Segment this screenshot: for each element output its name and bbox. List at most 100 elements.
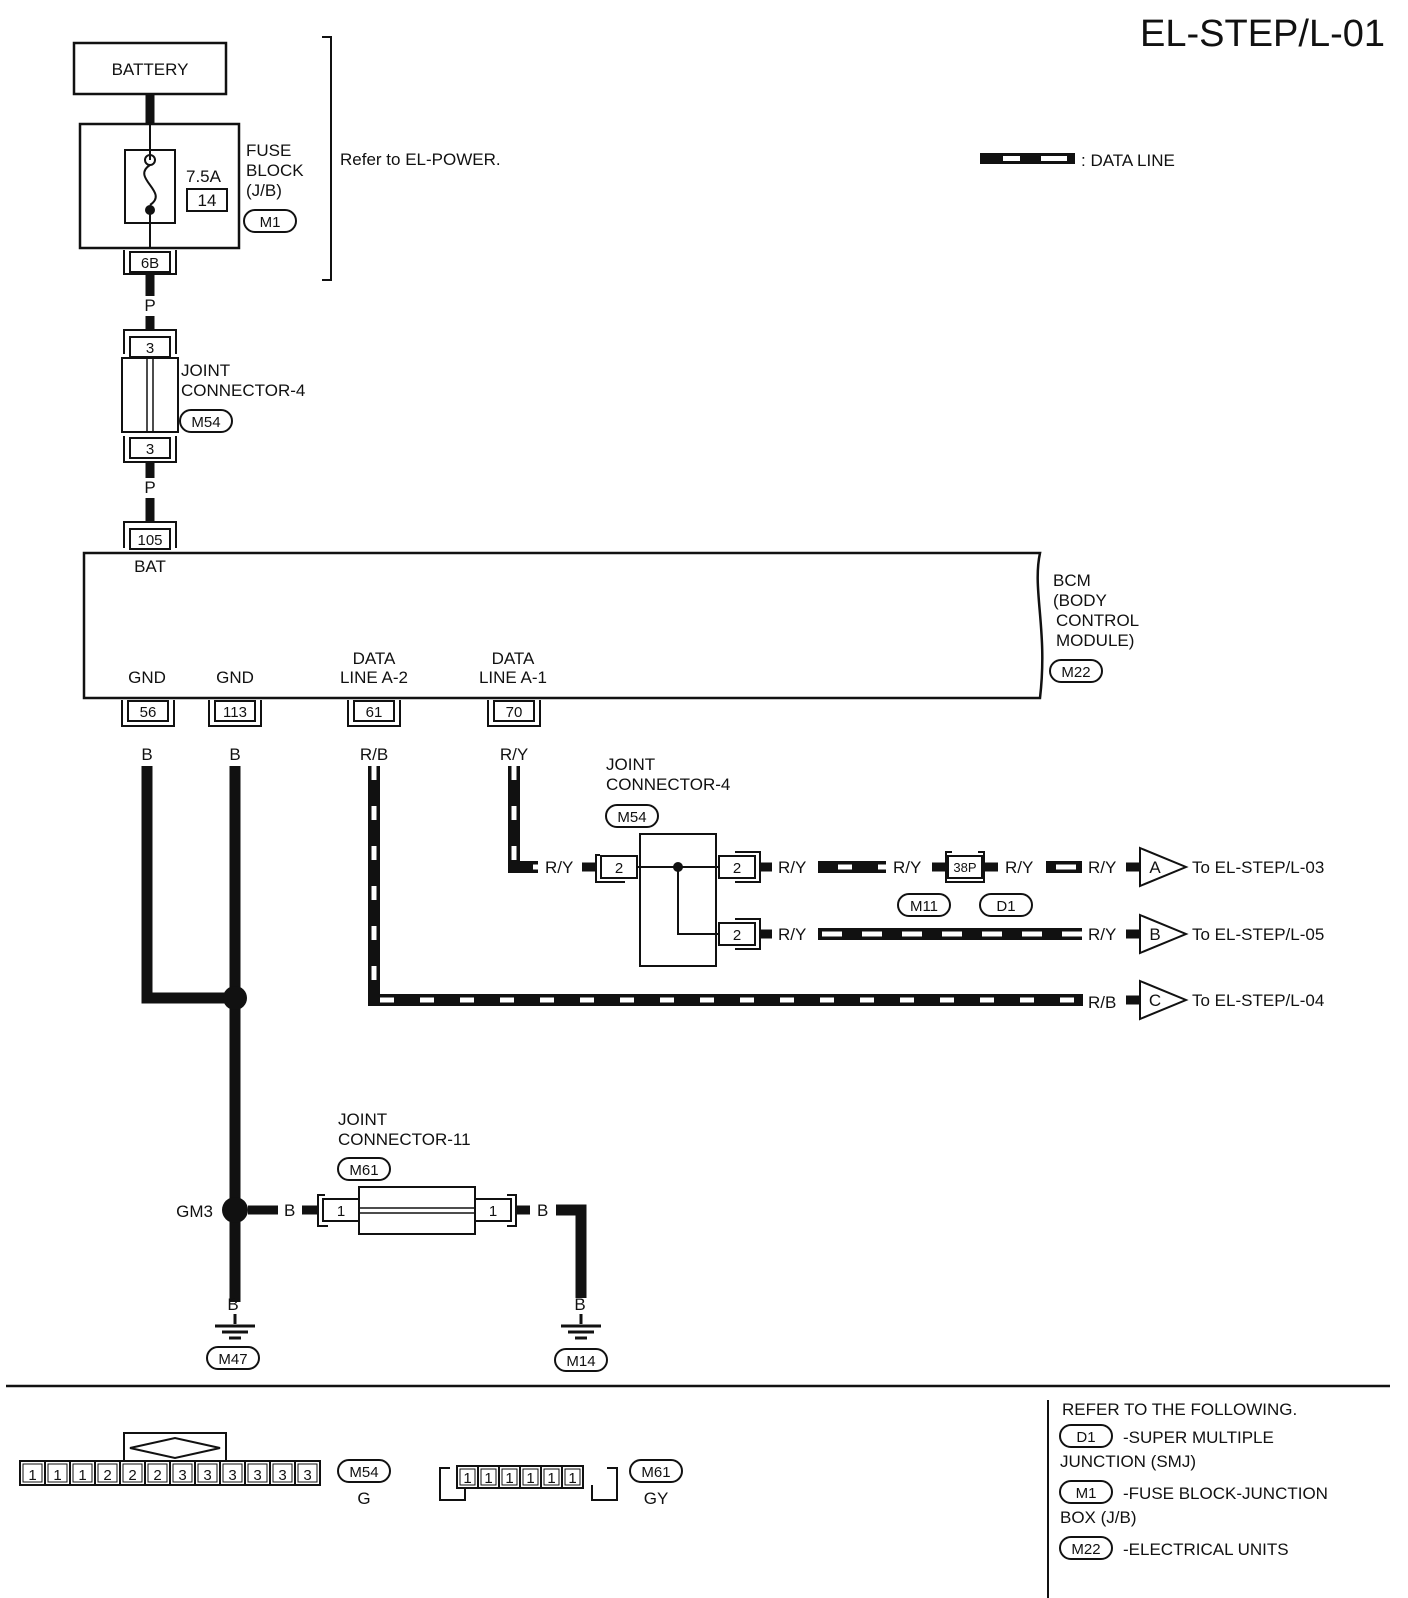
- m61-pin: 1: [477, 1465, 500, 1489]
- m61-pin-label: 1: [547, 1470, 555, 1487]
- ground-point-gm3: [222, 1197, 248, 1223]
- svg-text:56: 56: [140, 704, 157, 721]
- fuse-connector-badge: [243, 209, 297, 233]
- fuse-block-label-2: BLOCK: [246, 161, 304, 180]
- bcm-terminal-113: 113: [208, 700, 262, 727]
- svg-text:105: 105: [137, 532, 162, 549]
- bcm-bat-terminal: 105: [123, 521, 177, 550]
- m54-pin: 3: [219, 1460, 246, 1486]
- svg-text:2: 2: [615, 860, 623, 877]
- joint-connector-4-lower: 2 2 2: [582, 833, 761, 967]
- m54-pin-label: 3: [203, 1467, 211, 1484]
- wire-color-gnd2: B: [229, 745, 240, 764]
- bcm-label-3: CONTROL: [1056, 611, 1139, 630]
- svg-text:3: 3: [146, 340, 154, 357]
- refer-m1-code: M1: [1076, 1485, 1097, 1502]
- bcm-connector-badge: [1049, 659, 1103, 683]
- m54-pin: 2: [94, 1460, 121, 1486]
- refer-d1-line2: JUNCTION (SMJ): [1060, 1452, 1196, 1471]
- jc4-upper-label-2: CONNECTOR-4: [181, 381, 305, 400]
- output-text-b: To EL-STEP/L-05: [1192, 925, 1324, 944]
- bcm-label-2: (BODY: [1053, 591, 1107, 610]
- fuse-block-label-1: FUSE: [246, 141, 291, 160]
- refer-m22-line1: -ELECTRICAL UNITS: [1123, 1540, 1289, 1559]
- wire-color-ry-b1: R/Y: [778, 925, 806, 944]
- m54-pin-label: 2: [128, 1467, 136, 1484]
- wire-gnd-m14: [556, 1204, 587, 1290]
- m54-pin-label: 2: [103, 1467, 111, 1484]
- output-arrow-c: C To EL-STEP/L-04: [1139, 979, 1324, 1021]
- jc11-label-1: JOINT: [338, 1110, 387, 1129]
- m54-pin: 3: [244, 1460, 271, 1486]
- m61-face-badge: [629, 1459, 683, 1483]
- output-arrow-b: B To EL-STEP/L-05: [1139, 913, 1324, 955]
- output-text-c: To EL-STEP/L-04: [1192, 991, 1324, 1010]
- bcm-bat-label: BAT: [134, 557, 166, 576]
- svg-text:61: 61: [366, 704, 383, 721]
- wire-color-gnd1: B: [141, 745, 152, 764]
- m61-pin-label: 1: [526, 1470, 534, 1487]
- bcm-gnd1-label: GND: [128, 668, 166, 687]
- m54-pin: 1: [69, 1460, 96, 1486]
- svg-text:1: 1: [489, 1203, 497, 1220]
- bcm-dla2-label-2: LINE A-2: [340, 668, 408, 687]
- output-letter-a: A: [1149, 858, 1161, 877]
- jc11-label-2: CONNECTOR-11: [338, 1130, 471, 1149]
- smj-conn-right: D1: [996, 898, 1015, 915]
- wire-color-dla1: R/Y: [500, 745, 528, 764]
- wire-color-m14: B: [574, 1295, 585, 1314]
- joint-connector-11: 1 1: [317, 1186, 517, 1235]
- refer-d1-line1: -SUPER MULTIPLE: [1123, 1428, 1274, 1447]
- wire-color-ry-b2: R/Y: [1088, 925, 1116, 944]
- power-note: Refer to EL-POWER.: [340, 150, 501, 169]
- ground-icon-m14: [561, 1324, 601, 1340]
- legend-label: : DATA LINE: [1081, 151, 1175, 170]
- smj-terminal: 38P: [945, 851, 985, 883]
- bcm-terminal-61: 61: [347, 700, 401, 727]
- m61-face-id: M61: [641, 1464, 670, 1481]
- bcm-dla1-label-2: LINE A-1: [479, 668, 547, 687]
- bcm-module: [82, 551, 1044, 700]
- wire-color-jc11-in: B: [284, 1201, 295, 1220]
- power-bracket: [322, 36, 332, 281]
- svg-text:6B: 6B: [141, 255, 159, 272]
- bcm-gnd2-label: GND: [216, 668, 254, 687]
- wire-color-ry-a3: R/Y: [1005, 858, 1033, 877]
- ground-point-label: GM3: [176, 1202, 213, 1221]
- bcm-dla1-label-1: DATA: [492, 649, 535, 668]
- jc4-lower-connector-id: M54: [617, 809, 646, 826]
- wire-color-ry-a4: R/Y: [1088, 858, 1116, 877]
- svg-text:3: 3: [146, 441, 154, 458]
- splice-point: [223, 986, 247, 1010]
- battery: BATTERY: [72, 41, 228, 96]
- refer-d1-badge: [1059, 1424, 1113, 1448]
- m54-pin-label: 3: [278, 1467, 286, 1484]
- jc11-connector-id: M61: [349, 1162, 378, 1179]
- fuse-block: 7.5A 14: [78, 122, 241, 250]
- svg-text:38P: 38P: [953, 860, 976, 875]
- ground-m14-badge: [554, 1348, 608, 1372]
- refer-m22-badge: [1059, 1536, 1113, 1560]
- m54-pin-label: 1: [78, 1467, 86, 1484]
- wire-color-p-lower: P: [144, 478, 155, 497]
- m54-pin: 3: [294, 1460, 321, 1486]
- smj-conn-right-badge: [979, 893, 1033, 917]
- output-letter-b: B: [1149, 925, 1160, 944]
- jc11-badge: [337, 1157, 391, 1181]
- m54-pin-label: 3: [178, 1467, 186, 1484]
- bcm-dla2-label-1: DATA: [353, 649, 396, 668]
- output-text-a: To EL-STEP/L-03: [1192, 858, 1324, 877]
- ground-m47-badge: [206, 1346, 260, 1370]
- wire-color-jc11-out: B: [537, 1201, 548, 1220]
- fuse-block-label-3: (J/B): [246, 181, 282, 200]
- m54-pin: 3: [194, 1460, 221, 1486]
- bcm-terminal-56: 56: [121, 700, 175, 727]
- battery-label: BATTERY: [112, 60, 189, 79]
- svg-text:2: 2: [733, 927, 741, 944]
- wire-color-m47: B: [227, 1295, 238, 1314]
- m54-face-badge: [337, 1459, 391, 1483]
- jc4-lower-label-1: JOINT: [606, 755, 655, 774]
